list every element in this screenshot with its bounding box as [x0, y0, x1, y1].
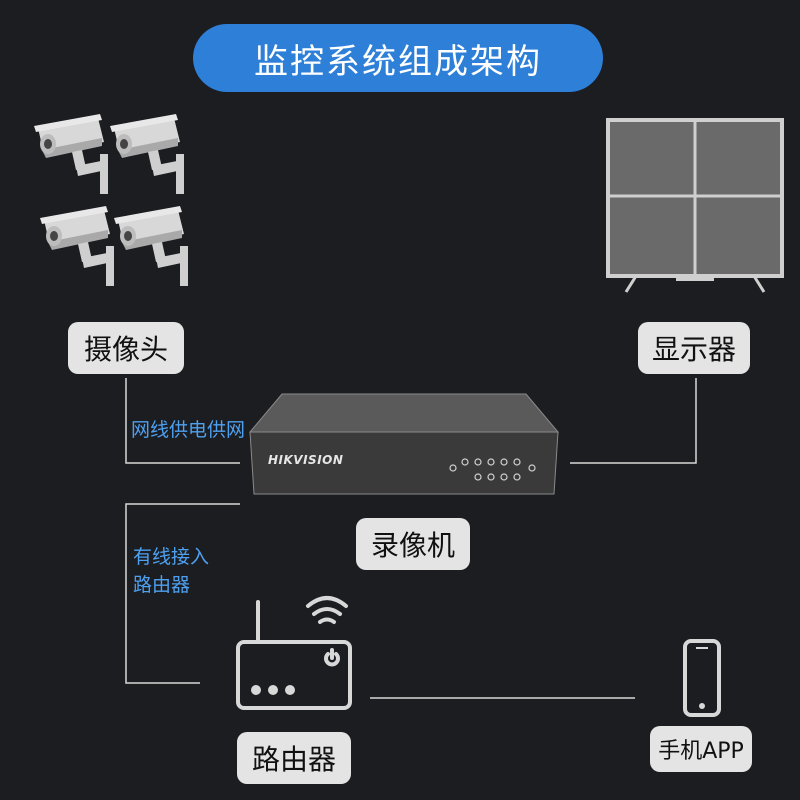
nvr-label: 录像机 — [356, 518, 470, 570]
wired-annotation: 有线接入 路由器 — [133, 546, 210, 596]
diagram-title: 监控系统组成架构 — [193, 24, 603, 92]
poe-annotation: 网线供电供网 — [131, 419, 246, 441]
nvr-icon — [248, 393, 560, 495]
camera-icon-group — [34, 114, 188, 286]
camera-icon-3 — [40, 206, 114, 286]
nvr-brand-logo: HIKVISION — [268, 453, 344, 467]
display-label: 显示器 — [638, 322, 750, 374]
camera-icon-1 — [34, 114, 108, 194]
camera-nvr-line — [125, 378, 240, 464]
router-icon — [236, 596, 352, 710]
phone-label: 手机APP — [650, 726, 752, 772]
monitor-icon — [606, 118, 784, 293]
diagram-title-text: 监控系统组成架构 — [254, 41, 542, 82]
router-label: 路由器 — [237, 732, 351, 784]
nvr-router-line — [125, 503, 240, 684]
nvr-display-line — [570, 378, 697, 464]
camera-icon-4 — [114, 206, 188, 286]
phone-icon — [683, 639, 721, 717]
camera-icon-2 — [110, 114, 184, 194]
camera-label: 摄像头 — [68, 322, 184, 374]
